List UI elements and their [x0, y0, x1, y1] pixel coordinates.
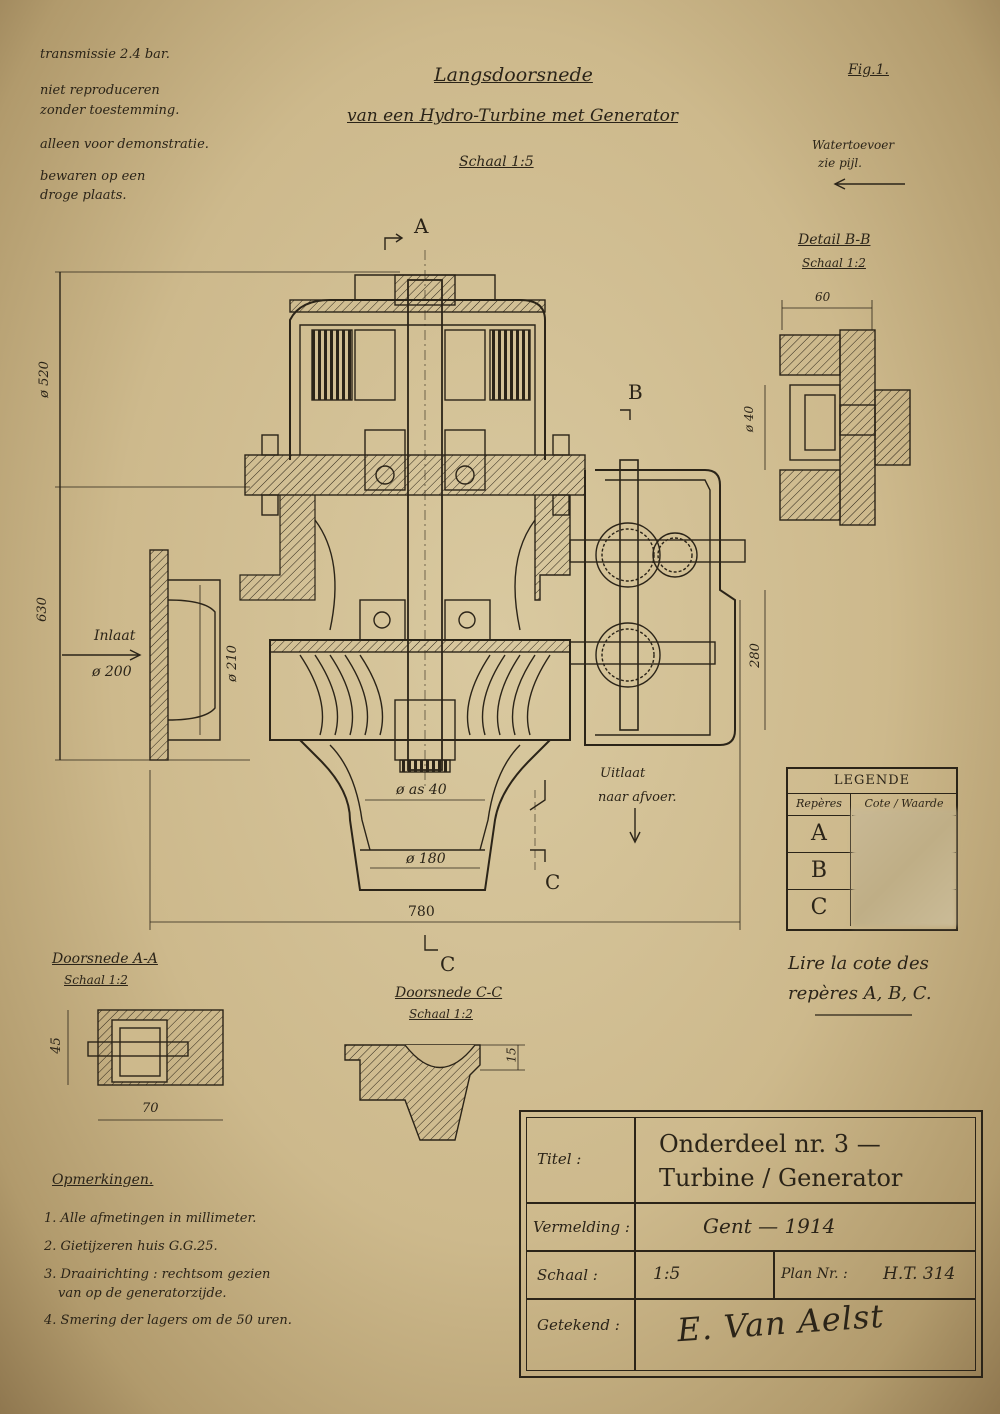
detail-bb-title: Detail B-B	[798, 232, 871, 248]
vermelding-value: Gent — 1914	[703, 1214, 836, 1238]
detail-bb-view	[764, 300, 911, 526]
getekend-label: Getekend :	[537, 1316, 620, 1334]
drawing-title: Langsdoorsnede	[434, 64, 593, 86]
drawing-subtitle: van een Hydro-Turbine met Generator	[347, 106, 679, 126]
water-note-2: zie pijl.	[818, 156, 862, 170]
remark-1: 1. Alle afmetingen in millimeter.	[44, 1211, 257, 1226]
legend-header: LEGENDE	[788, 769, 956, 794]
section-cc-view	[344, 1044, 525, 1141]
detail-bb-width-dim: 60	[815, 290, 831, 304]
section-aa-width-dim: 70	[142, 1101, 159, 1116]
section-mark-c-right: C	[545, 870, 561, 894]
inlet-label: Inlaat	[94, 628, 136, 644]
titel-line-1: Onderdeel nr. 3 —	[659, 1130, 881, 1158]
section-cc-title: Doorsnede C-C	[395, 985, 503, 1001]
section-aa-title: Doorsnede A-A	[52, 951, 158, 967]
french-note-1: Lire la cote des	[788, 953, 929, 974]
note-top-left-5: bewaren op een	[40, 169, 146, 184]
remark-2: 2. Gietijzeren huis G.G.25.	[44, 1239, 218, 1254]
legend-ref-c: C	[788, 890, 851, 926]
remark-4: 4. Smering der lagers om de 50 uren.	[44, 1313, 292, 1328]
total-width-dim: 780	[408, 904, 435, 920]
note-top-left-2: niet reproduceren	[40, 83, 160, 98]
vermelding-label: Vermelding :	[533, 1218, 630, 1236]
figure-number: Fig.1.	[848, 62, 889, 78]
water-note-1: Watertoevoer	[812, 138, 895, 152]
legend-values-obscured	[852, 809, 956, 927]
schaal-value: 1:5	[653, 1264, 681, 1284]
title-block: Titel : Onderdeel nr. 3 — Turbine / Gene…	[519, 1110, 983, 1378]
remark-3: 3. Draairichting : rechtsom gezien	[44, 1267, 271, 1282]
legend-table: LEGENDE Repères Cote / Waarde A B C	[786, 767, 958, 931]
legend-ref-b: B	[788, 853, 851, 889]
outlet-dim: ø 180	[406, 851, 446, 867]
inlet-dim: ø 200	[92, 664, 132, 680]
remarks-title: Opmerkingen.	[52, 1172, 154, 1188]
shaft-dim: ø as 40	[396, 782, 447, 798]
drawing-scale: Schaal 1:5	[459, 154, 534, 170]
detail-bb-scale: Schaal 1:2	[802, 256, 866, 270]
outlet-label-2: naar afvoer.	[598, 790, 677, 805]
schaal-label: Schaal :	[537, 1266, 598, 1284]
plan-value: H.T. 314	[883, 1264, 956, 1284]
note-top-left-1: transmissie 2.4 bar.	[40, 47, 170, 62]
note-top-left-6: droge plaats.	[40, 188, 127, 203]
section-cc-scale: Schaal 1:2	[409, 1007, 473, 1021]
section-mark-b: B	[628, 380, 643, 404]
legend-row-c: C	[788, 890, 956, 926]
french-note-2: repères A, B, C.	[788, 983, 932, 1004]
note-top-left-4: alleen voor demonstratie.	[40, 137, 209, 152]
remark-3-cont: van op de generatorzijde.	[58, 1286, 227, 1301]
legend-ref-a: A	[788, 816, 851, 852]
main-section-view	[55, 178, 905, 951]
section-mark-c-bottom: C	[440, 952, 456, 976]
section-aa-scale: Schaal 1:2	[64, 973, 128, 987]
plan-label: Plan Nr. :	[781, 1266, 848, 1282]
titel-line-2: Turbine / Generator	[659, 1164, 903, 1192]
section-aa-view	[67, 1009, 224, 1121]
titel-label: Titel :	[537, 1150, 582, 1168]
outlet-label: Uitlaat	[600, 766, 646, 781]
legend-col-reperes: Repères	[788, 793, 851, 816]
section-mark-a: A	[414, 214, 429, 238]
note-top-left-3: zonder toestemming.	[40, 103, 180, 118]
